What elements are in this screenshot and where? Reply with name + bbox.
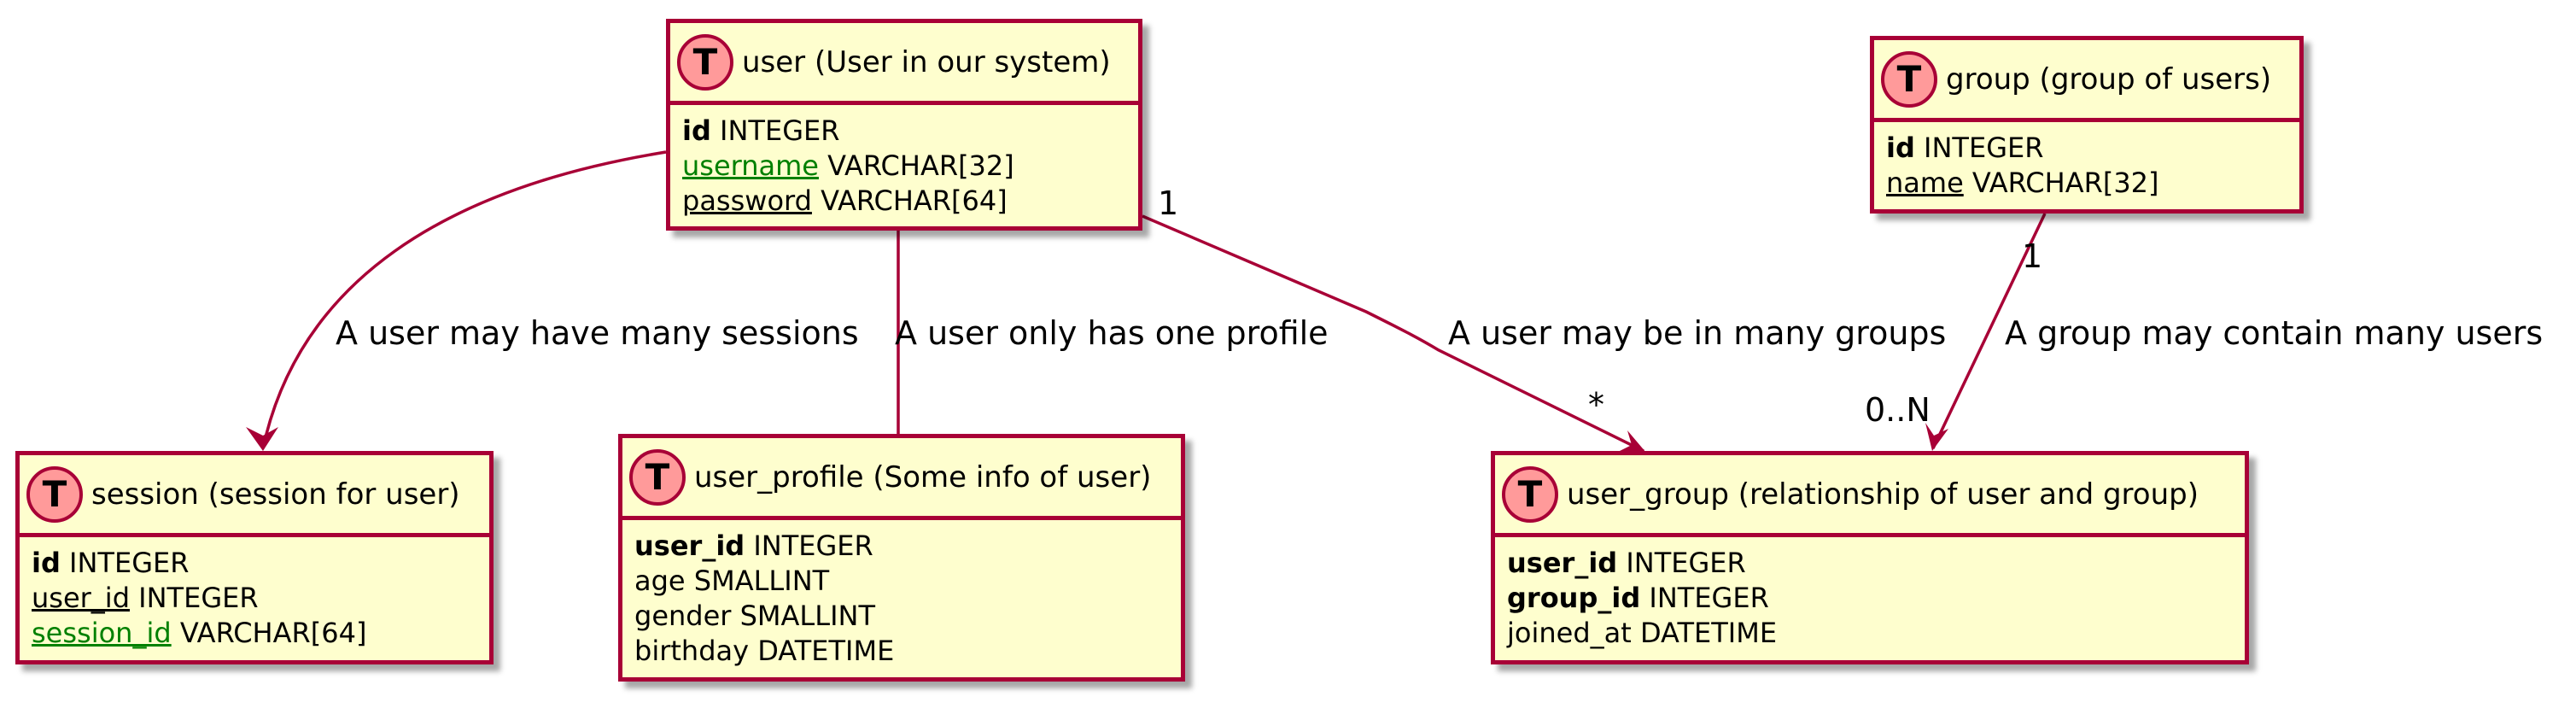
entity-user[interactable]: T user (User in our system) id INTEGER u… [666,19,1142,231]
field-name: gender [634,600,732,632]
field-name: joined_at [1507,617,1632,649]
field-type: INTEGER [138,582,259,614]
field-name: id [32,547,61,579]
field-row: user_id INTEGER [32,581,477,616]
field-row: id INTEGER [682,114,1126,149]
entity-fields: user_id INTEGER group_id INTEGER joined_… [1495,537,2245,651]
entity-title: session (session for user) [91,477,460,512]
field-row: password VARCHAR[64] [682,184,1126,219]
field-type: VARCHAR[64] [821,184,1008,217]
field-row: user_id INTEGER [634,529,1169,564]
field-name: birthday [634,635,750,667]
edge-group-usergroup [1931,213,2047,449]
entity-title: user (User in our system) [742,44,1111,79]
field-type: SMALLINT [693,565,830,597]
entity-user-group[interactable]: T user_group (relationship of user and g… [1491,451,2249,664]
field-name: name [1886,167,1964,199]
field-row: session_id VARCHAR[64] [32,616,477,651]
multiplicity-usergroup-group-side: 0..N [1865,391,1931,429]
field-type: INTEGER [1649,582,1769,614]
arrowhead-usergroup-user [1618,430,1646,453]
field-type: INTEGER [1626,547,1746,579]
edge-label-user-profile: A user only has one profile [895,314,1329,352]
entity-group[interactable]: T group (group of users) id INTEGER name… [1870,36,2304,214]
entity-fields: id INTEGER name VARCHAR[32] [1874,122,2299,201]
field-name: group_id [1507,582,1641,614]
field-type: DATETIME [757,635,895,667]
field-name: age [634,565,686,597]
entity-fields: id INTEGER username VARCHAR[32] password… [670,105,1138,219]
entity-title: group (group of users) [1946,61,2272,97]
field-row: name VARCHAR[32] [1886,166,2287,201]
table-icon: T [26,465,83,523]
table-icon: T [1502,465,1558,523]
field-row: age SMALLINT [634,564,1169,599]
field-row: id INTEGER [32,546,477,581]
field-name: password [682,184,812,217]
multiplicity-usergroup-side: * [1588,386,1604,424]
arrowhead-session [246,427,278,451]
entity-header: T group (group of users) [1874,40,2299,122]
field-type: VARCHAR[32] [827,149,1014,182]
entity-session[interactable]: T session (session for user) id INTEGER … [15,451,494,664]
field-type: INTEGER [720,114,840,147]
entity-header: T session (session for user) [20,455,489,537]
field-type: SMALLINT [739,600,875,632]
field-row: id INTEGER [1886,131,2287,166]
field-row: gender SMALLINT [634,599,1169,634]
entity-header: T user (User in our system) [670,23,1138,105]
field-row: birthday DATETIME [634,634,1169,669]
entity-fields: user_id INTEGER age SMALLINT gender SMAL… [622,520,1181,669]
field-row: username VARCHAR[32] [682,149,1126,184]
edge-user-usergroup [1142,214,1644,453]
multiplicity-group-side: 1 [2022,237,2043,275]
edge-label-group-usergroup: A group may contain many users [2005,314,2544,352]
field-type: INTEGER [69,547,190,579]
field-type: VARCHAR[64] [179,617,367,649]
field-name: user_id [634,530,745,562]
entity-header: T user_group (relationship of user and g… [1495,455,2245,537]
field-name: id [682,114,711,147]
field-type: DATETIME [1639,617,1778,649]
field-name: session_id [32,617,172,649]
entity-user-profile[interactable]: T user_profile (Some info of user) user_… [618,434,1185,682]
multiplicity-user-side: 1 [1158,184,1179,222]
edge-label-user-usergroup: A user may be in many groups [1448,314,1947,352]
field-name: username [682,149,819,182]
field-name: id [1886,132,1915,164]
field-row: group_id INTEGER [1507,581,2233,616]
table-icon: T [629,448,686,506]
table-icon: T [1881,50,1937,108]
field-name: user_id [1507,547,1618,579]
field-type: VARCHAR[32] [1971,167,2159,199]
entity-title: user_group (relationship of user and gro… [1567,477,2199,512]
entity-fields: id INTEGER user_id INTEGER session_id VA… [20,537,489,651]
field-row: joined_at DATETIME [1507,616,2233,651]
table-icon: T [677,33,733,91]
arrowhead-usergroup-group [1925,423,1948,451]
field-type: INTEGER [753,530,873,562]
entity-title: user_profile (Some info of user) [694,459,1152,495]
entity-header: T user_profile (Some info of user) [622,438,1181,520]
edge-label-user-session: A user may have many sessions [336,314,859,352]
edge-user-session [261,150,667,449]
field-type: INTEGER [1924,132,2044,164]
field-row: user_id INTEGER [1507,546,2233,581]
field-name: user_id [32,582,130,614]
